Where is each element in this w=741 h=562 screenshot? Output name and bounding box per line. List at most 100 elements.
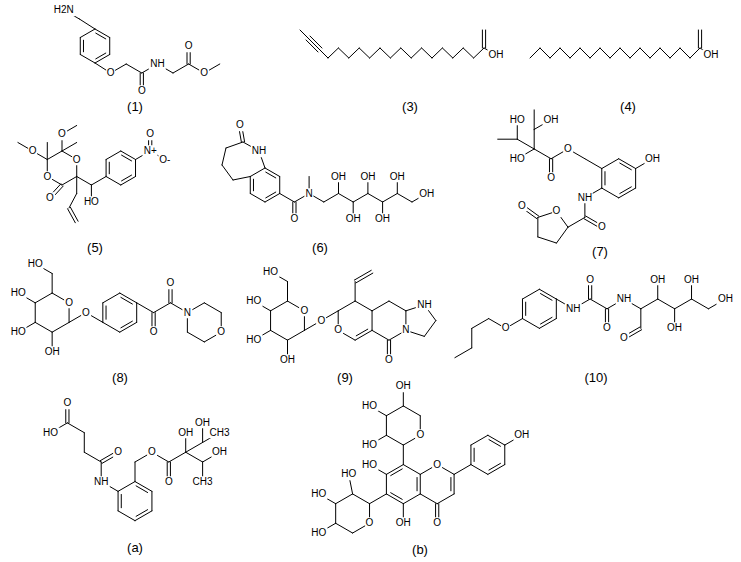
atom-label: O — [432, 459, 442, 471]
bond-line — [265, 168, 280, 177]
bond-line — [250, 194, 265, 203]
bond-line — [122, 155, 132, 161]
bond-line — [370, 48, 380, 58]
atom-label: OH — [211, 446, 228, 458]
bond-line — [118, 482, 135, 492]
atom-label: O — [145, 128, 155, 140]
bond-line — [349, 48, 359, 58]
bond-line — [640, 48, 650, 58]
bond-line — [121, 151, 136, 160]
atom-label: O — [552, 206, 562, 218]
atom-label: NH — [93, 476, 109, 488]
bond-line — [580, 48, 590, 58]
atom-label: O — [149, 326, 159, 338]
bond-line — [109, 162, 110, 174]
atom-label: HO — [245, 334, 262, 346]
bond-line — [537, 217, 538, 237]
atom-label: O — [602, 323, 612, 335]
bond-line — [670, 48, 680, 58]
bond-line — [96, 53, 106, 59]
atom-label: OH — [513, 430, 530, 442]
bond-line — [121, 494, 122, 507]
bond-line — [300, 30, 308, 38]
atom-label: N — [304, 188, 313, 200]
bond-line — [353, 194, 368, 203]
atom-label: O — [113, 446, 123, 458]
atom-label: OH — [395, 518, 412, 530]
atom-label: HO — [361, 459, 378, 471]
atom-label: OH — [177, 427, 194, 439]
bond-line — [136, 303, 137, 323]
bond-line — [52, 322, 69, 332]
bond-line — [35, 322, 52, 332]
bond-line — [266, 192, 276, 198]
bond-line — [534, 110, 535, 130]
bond-line — [489, 463, 501, 470]
bond-line — [442, 48, 452, 58]
bond-line — [471, 328, 472, 348]
bond-line — [534, 129, 535, 149]
bond-line — [474, 448, 475, 461]
bond-line — [471, 465, 488, 475]
bond-line — [122, 175, 132, 181]
atom-label: OH — [644, 153, 661, 165]
atom-label: O — [415, 430, 425, 442]
figure-label: (4) — [619, 100, 637, 115]
bond-line — [680, 48, 690, 58]
bond-line — [80, 55, 95, 64]
bond-line — [91, 177, 106, 186]
bond-line — [534, 149, 551, 159]
bond-line — [386, 416, 387, 436]
bond-line — [372, 301, 389, 311]
atom-label: OH — [359, 171, 376, 183]
atom-label: O — [164, 476, 174, 488]
atom-label: NH — [616, 293, 632, 305]
figure-label: (b) — [411, 543, 429, 558]
bond-line — [420, 474, 421, 494]
bond-line — [485, 30, 486, 48]
atom-label: OH — [44, 346, 61, 358]
bond-line — [389, 301, 406, 311]
bond-line — [437, 494, 454, 504]
atom-label: HO — [10, 287, 27, 299]
bond-line — [102, 303, 103, 323]
bond-line — [338, 301, 355, 311]
atom-label: O — [546, 173, 556, 185]
bond-line — [590, 48, 600, 58]
bond-line — [600, 48, 610, 58]
bond-line — [106, 306, 107, 319]
bond-line — [368, 194, 383, 203]
bond-line — [541, 294, 553, 301]
bond-line — [383, 194, 398, 203]
bond-line — [359, 48, 369, 58]
bond-line — [604, 172, 605, 185]
bond-line — [287, 282, 288, 302]
atom-label: O — [300, 305, 310, 317]
bond-line — [474, 48, 484, 58]
bond-line — [356, 329, 368, 336]
bond-line — [83, 40, 84, 52]
bond-line — [339, 194, 354, 203]
atom-label: OH — [374, 213, 391, 225]
bond-line — [204, 303, 221, 313]
bond-line — [69, 194, 77, 209]
atom-label: O — [316, 315, 326, 327]
atom-label: O — [432, 518, 442, 530]
atom-label: O — [597, 221, 607, 233]
atom-label: HO — [310, 527, 327, 539]
bond-line — [560, 48, 570, 58]
bond-line — [355, 282, 356, 302]
bond-line — [136, 510, 148, 517]
atom-label: O — [384, 354, 394, 366]
bond-line — [336, 523, 353, 533]
bond-line — [121, 321, 133, 328]
bond-line — [106, 151, 121, 160]
bond-line — [620, 187, 632, 194]
bond-line — [610, 48, 620, 58]
bond-line — [47, 143, 48, 160]
bond-line — [70, 207, 78, 221]
atom-label: O — [45, 192, 55, 204]
bond-line — [121, 297, 133, 304]
bond-line — [328, 48, 338, 58]
